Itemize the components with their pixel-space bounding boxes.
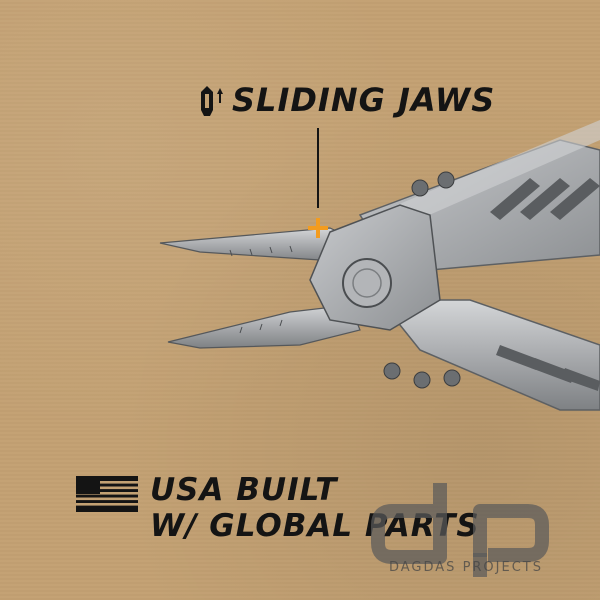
us-flag-icon — [76, 476, 138, 512]
callout-leader-line — [317, 128, 319, 208]
usa-built-claim: USA BUILT W/ GLOBAL PARTS — [76, 472, 480, 544]
sliding-jaws-callout: SLIDING JAWS — [198, 80, 495, 120]
dagdas-projects-logo — [371, 483, 549, 577]
crosshair-marker-icon — [308, 218, 328, 238]
feature-label: SLIDING JAWS — [232, 81, 496, 119]
watermark-name: DAGDAS PROJECTS — [388, 560, 543, 575]
claim-line-1: USA BUILT — [150, 472, 338, 508]
sliding-jaws-icon — [201, 86, 223, 116]
